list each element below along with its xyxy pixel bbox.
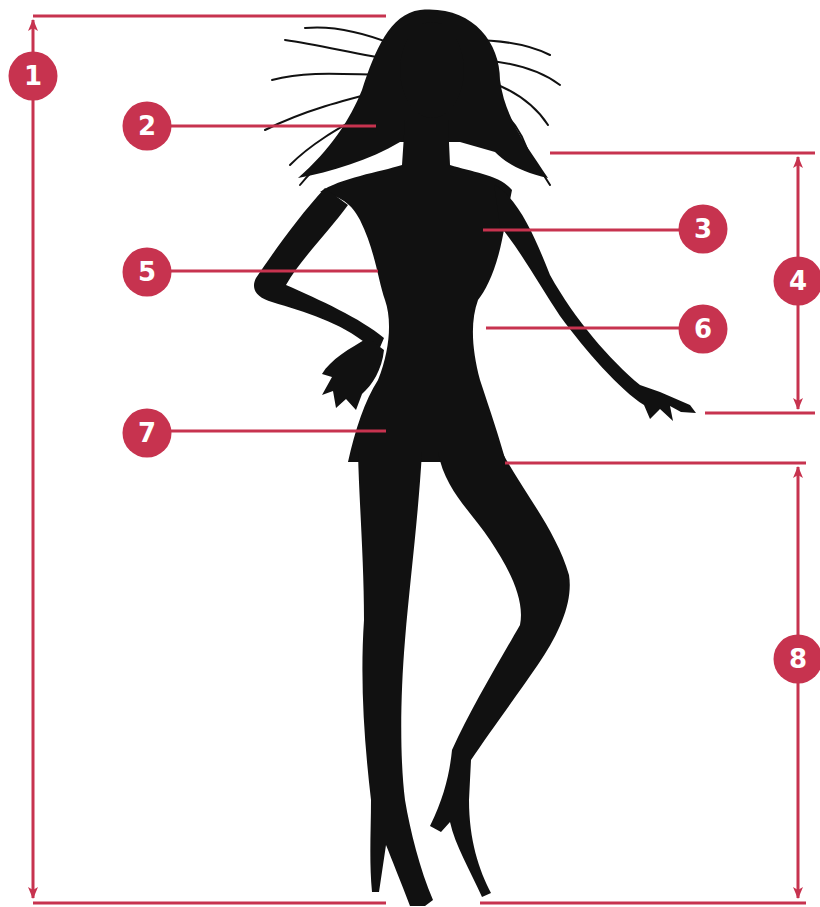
callout-circle: 1 — [8, 51, 58, 101]
circle-fill — [123, 248, 172, 297]
callout-number: 3 — [694, 216, 712, 242]
callout-circle: 2 — [122, 101, 172, 151]
woman-silhouette — [254, 10, 696, 906]
circle-fill — [774, 635, 820, 684]
dimension-lines — [33, 16, 815, 903]
circle-fill — [774, 257, 820, 306]
callout-number: 8 — [789, 646, 807, 672]
callout-circle: 6 — [678, 304, 728, 354]
circle-fill — [123, 102, 172, 151]
callout-circle: 7 — [122, 408, 172, 458]
callout-number: 5 — [138, 259, 156, 285]
callout-number: 4 — [789, 268, 807, 294]
circle-fill — [123, 409, 172, 458]
callout-circle: 4 — [773, 256, 820, 306]
circle-fill — [679, 205, 728, 254]
callout-number: 6 — [694, 316, 712, 342]
callout-circle: 3 — [678, 204, 728, 254]
circle-fill — [679, 305, 728, 354]
callout-circle: 5 — [122, 247, 172, 297]
callout-number: 2 — [138, 113, 156, 139]
circle-fill — [9, 52, 58, 101]
callout-number: 7 — [138, 420, 156, 446]
callout-circle: 8 — [773, 634, 820, 684]
callout-number: 1 — [24, 63, 42, 89]
